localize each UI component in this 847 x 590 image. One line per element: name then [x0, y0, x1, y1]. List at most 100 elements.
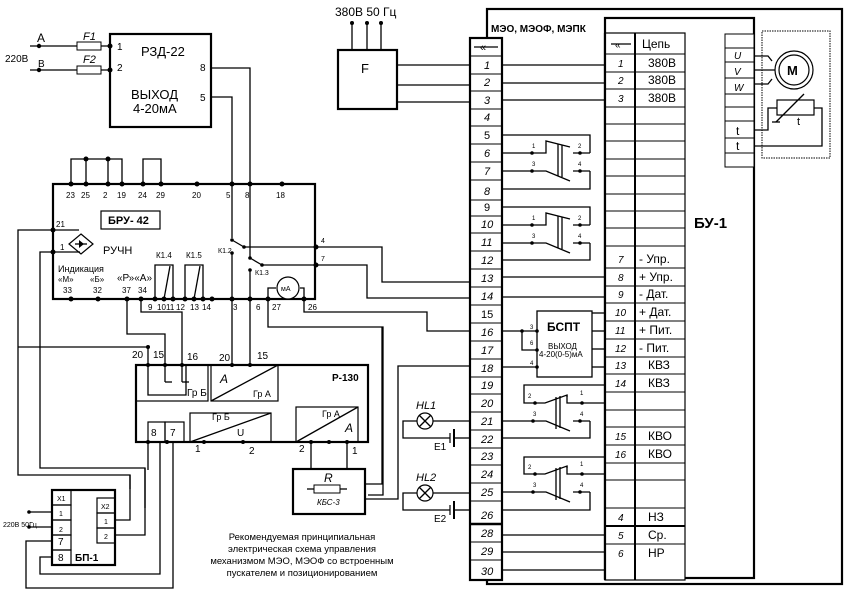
bru-pin-21: 21 — [56, 220, 65, 229]
meo-terminal-21: 21 — [480, 416, 493, 428]
rzd-pin-8: 8 — [200, 63, 206, 74]
bru-bottom-pin-label: 10 — [157, 303, 166, 312]
bru-bottom-pin-label: 32 — [93, 286, 102, 295]
bru-top-pin-dot — [158, 181, 164, 187]
switch-pin-label: 3 — [533, 412, 537, 418]
relay-k12-label: К1.2 — [218, 248, 232, 255]
filter-label: F — [361, 61, 369, 76]
r130-a-label-1: A — [219, 372, 228, 386]
r130-pin-20b: 20 — [219, 353, 231, 364]
lamp-label: HL1 — [416, 400, 436, 412]
meter-label: мА — [281, 286, 291, 293]
kbs-r-label: R — [324, 471, 333, 485]
bru-bottom-pin-label: 33 — [63, 286, 72, 295]
bu1-title: БУ-1 — [694, 215, 727, 232]
meo-terminal-4: 4 — [484, 112, 490, 124]
bu1-row-number: 6 — [618, 549, 624, 560]
bspt-title: БСПТ — [547, 320, 581, 334]
meo-terminal-18: 18 — [481, 363, 494, 375]
filter-f-block: 380В 50 Гц F — [335, 5, 470, 111]
bp1-x2-label: X2 — [101, 504, 110, 511]
bu1-header-icon: « — [615, 40, 621, 51]
relay-contact-k12-icon — [231, 239, 245, 248]
r130-grp-b-label-2: Гр Б — [212, 412, 230, 422]
bru-bottom-pin-label: 3 — [233, 303, 238, 312]
bp1-pin-1: 1 — [59, 511, 63, 518]
bru-title: БРУ- 42 — [108, 215, 149, 227]
bru-top-pin-dot — [247, 181, 253, 187]
rzd-pin-1: 1 — [117, 42, 123, 53]
resistor-icon — [313, 484, 341, 494]
kbs-name-label: КБС-3 — [317, 498, 340, 507]
diode-bridge-icon — [68, 233, 94, 255]
relay-k15-label: К1.5 — [186, 251, 202, 260]
r130-pin-15b: 15 — [257, 351, 269, 362]
bu1-row-label: 380В — [648, 56, 676, 70]
meo-terminal-7: 7 — [484, 166, 491, 178]
bru-pin-1: 1 — [60, 243, 65, 252]
bru-bottom-pin-label: 34 — [138, 286, 147, 295]
bru-top-pin-dot — [279, 181, 285, 187]
caption-line-2: электрическая схема управления — [227, 544, 377, 555]
switch-pin-label: 3 — [532, 234, 536, 240]
motor-icon — [778, 54, 810, 86]
rzd-22-block: A B 220В F1 F2 1 2 8 5 РЗД-22 ВЫХОД 4-20… — [5, 31, 251, 185]
bu1-row-number: 14 — [615, 379, 627, 390]
bu1-row-label: НЗ — [648, 510, 664, 524]
meo-terminal-14: 14 — [481, 291, 493, 303]
rzd-pin-2: 2 — [117, 63, 123, 74]
motor-terminal-W: W — [734, 83, 745, 94]
r130-pin-1: 1 — [195, 444, 201, 455]
caption-line-1: Рекомендуемая принципиальная — [228, 532, 376, 543]
relay-contact-k15-icon — [193, 265, 201, 300]
switch-pin-label: 1 — [532, 216, 536, 222]
meo-terminal-12: 12 — [481, 255, 493, 267]
switch-pin-label: 2 — [528, 394, 532, 400]
caption-line-3: механизмом МЭО, МЭОФ со встроенным — [210, 556, 394, 567]
bru-top-pin-label: 23 — [66, 191, 75, 200]
voltage-220-label: 220В — [5, 54, 29, 65]
bu1-row-number: 9 — [618, 290, 624, 301]
relay-contact-k14-icon — [163, 265, 171, 300]
r130-pin-20a: 20 — [132, 350, 144, 361]
meo-terminal-16: 16 — [481, 327, 494, 339]
bru-top-pin-label: 25 — [81, 191, 90, 200]
meo-terminal-2: 2 — [483, 77, 490, 89]
switch-pin-label: 1 — [532, 144, 536, 150]
caption: Рекомендуемая принципиальная электрическ… — [192, 532, 412, 580]
bp1-pin-2: 2 — [59, 527, 63, 534]
meo-terminal-9: 9 — [484, 202, 490, 214]
bu1-row-label: НР — [648, 546, 665, 560]
bru-bottom-pin-label: 14 — [202, 303, 211, 312]
r130-u-label: U — [237, 428, 244, 439]
kbs-3-block: R КБС-3 — [291, 327, 470, 516]
bu1-row-number: 5 — [618, 531, 624, 542]
bu1-row-number: 2 — [617, 76, 624, 87]
meo-terminal-26: 26 — [480, 510, 494, 522]
bru-bottom-pin-dot — [95, 296, 101, 302]
bru-pin-4: 4 — [321, 238, 325, 245]
r130-pin-8: 8 — [151, 428, 157, 439]
bu1-row-label: - Пит. — [639, 341, 669, 355]
bu1-row-label: - Дат. — [639, 287, 668, 301]
bu1-row-number: 16 — [615, 450, 627, 461]
meo-terminal-23: 23 — [480, 451, 494, 463]
bru-top-pin-label: 20 — [192, 191, 201, 200]
meo-terminal-25: 25 — [480, 487, 494, 499]
meo-terminal-30: 30 — [481, 566, 494, 578]
bru-bottom-pin-label: 26 — [308, 303, 317, 312]
bru-bottom-pin-label: 9 — [148, 303, 153, 312]
milliammeter-icon — [276, 276, 300, 300]
caption-line-4: пускателем и позиционированием — [226, 568, 378, 579]
phase-b-label: B — [38, 59, 45, 70]
bp1-title: БП-1 — [75, 553, 99, 564]
bru-top-pin-label: 5 — [226, 191, 231, 200]
r130-pin-15a: 15 — [153, 350, 165, 361]
thermistor-label: t — [797, 116, 800, 128]
meo-terminal-20: 20 — [480, 398, 494, 410]
bu1-row-number: 7 — [618, 255, 624, 266]
switch-pin-label: 3 — [532, 162, 536, 168]
switch-pin-label: 2 — [528, 465, 532, 471]
meo-terminal-3: 3 — [484, 95, 491, 107]
